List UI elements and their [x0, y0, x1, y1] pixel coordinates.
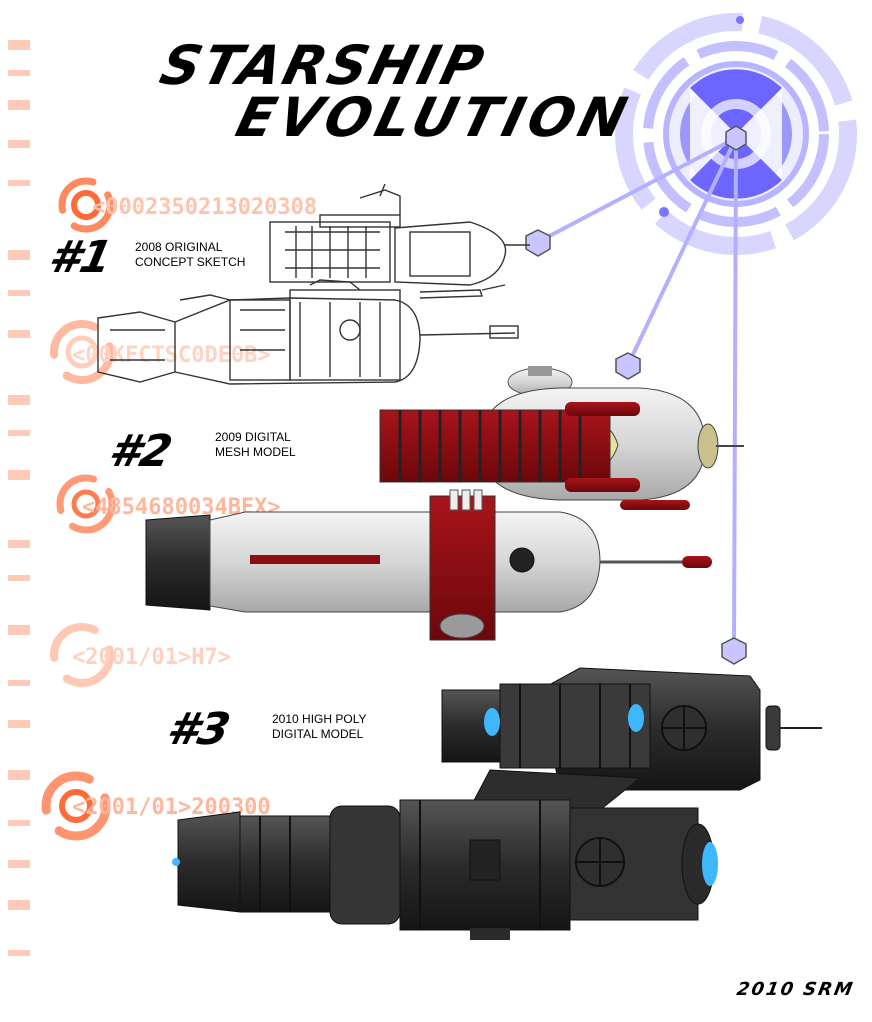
code-string-2: <00KFCTSC0DE0B>: [72, 343, 271, 368]
stage-1-line-2: CONCEPT SKETCH: [135, 255, 246, 269]
code-string-4: <2001/01>H7>: [72, 645, 231, 670]
code-string-1: <0002350213020308: [92, 195, 317, 220]
stage-1-number: #1: [44, 232, 117, 283]
stage-3-label: 2010 HIGH POLY DIGITAL MODEL: [272, 712, 367, 742]
stage-2-line-1: 2009 DIGITAL: [215, 430, 291, 444]
stage-1-label: 2008 ORIGINAL CONCEPT SKETCH: [135, 240, 245, 270]
title-line-2: EVOLUTION: [230, 86, 638, 149]
artist-credit: 2010 SRM: [735, 979, 856, 1000]
stage-1-line-1: 2008 ORIGINAL: [135, 240, 223, 254]
stage-3-number: #3: [162, 704, 235, 755]
stage-2-line-2: MESH MODEL: [215, 445, 296, 459]
stage-2-number: #2: [104, 426, 177, 477]
stage-3-line-1: 2010 HIGH POLY: [272, 712, 367, 726]
stage-3-line-2: DIGITAL MODEL: [272, 727, 364, 741]
stage-2-label: 2009 DIGITAL MESH MODEL: [215, 430, 296, 460]
